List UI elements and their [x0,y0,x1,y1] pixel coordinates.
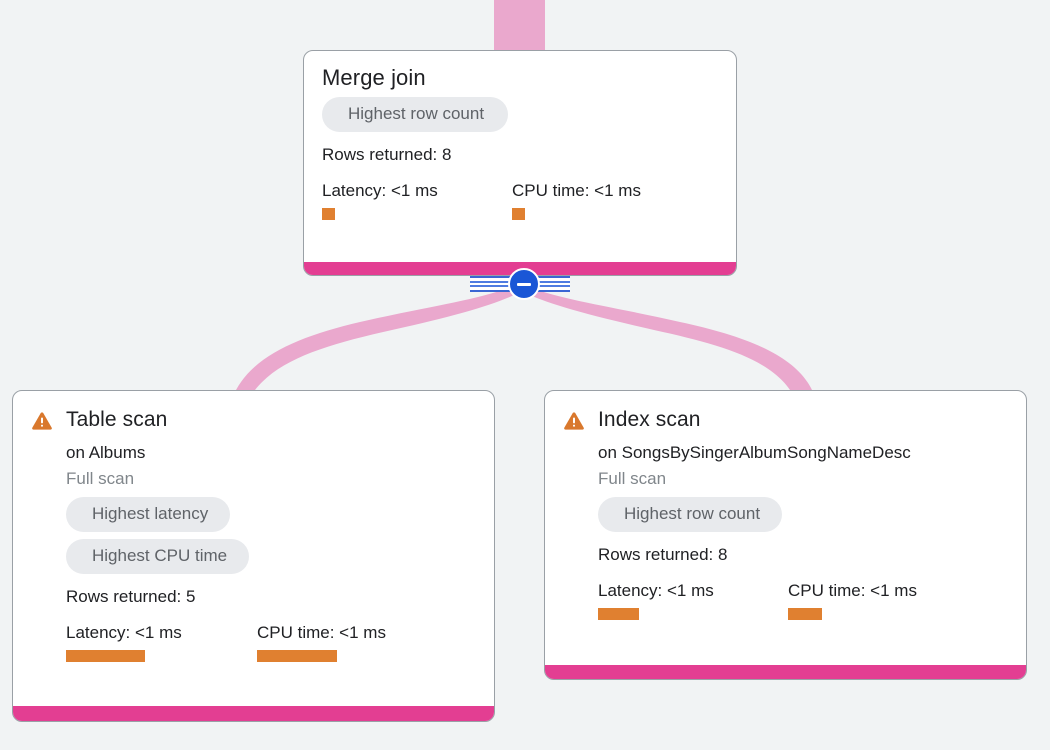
metric-latency: Latency: <1 ms [66,622,257,662]
metric-latency-label: Latency: <1 ms [322,181,438,200]
metric-cpu-time-label: CPU time: <1 ms [512,181,641,200]
node-body: Merge join Highest row count Rows return… [304,51,736,262]
node-title: Table scan [66,408,168,431]
node-header: Table scan on Albums Full scan Highest l… [31,407,476,662]
node-chips: Highest row count [598,497,1008,539]
rows-returned: Rows returned: 5 [66,587,196,606]
edge-merge-join-to-table-scan [236,285,520,390]
metric-latency-bar [66,650,145,662]
edge-merge-join-to-index-scan [524,285,812,390]
edge-incoming-merge-join [494,0,545,52]
minus-circle-icon[interactable] [508,268,540,300]
node-header-text: Table scan on Albums Full scan Highest l… [66,407,476,662]
metric-latency-bar [598,608,639,620]
warning-triangle-icon [564,412,584,430]
metric-cpu-time-bar [257,650,337,662]
node-scan-type: Full scan [66,469,135,488]
node-chips: Highest row count [322,97,718,139]
metric-latency-bar [322,208,335,220]
plan-node-table-scan[interactable]: Table scan on Albums Full scan Highest l… [12,390,495,722]
node-metrics: Latency: <1 ms CPU time: <1 ms [598,580,1008,620]
node-footer-bar [545,665,1026,679]
node-metrics: Latency: <1 ms CPU time: <1 ms [322,180,718,220]
node-metrics: Latency: <1 ms CPU time: <1 ms [66,622,476,662]
metric-latency: Latency: <1 ms [322,180,512,220]
metric-cpu-time-bar [512,208,525,220]
node-scan-type: Full scan [598,469,667,488]
metric-latency-label: Latency: <1 ms [598,581,714,600]
plan-node-merge-join[interactable]: Merge join Highest row count Rows return… [303,50,737,276]
plan-node-index-scan[interactable]: Index scan on SongsBySingerAlbumSongName… [544,390,1027,680]
rows-returned: Rows returned: 8 [598,545,728,564]
chip-highest-row-count[interactable]: Highest row count [322,97,509,132]
node-header: Index scan on SongsBySingerAlbumSongName… [563,407,1008,620]
node-body: Table scan on Albums Full scan Highest l… [13,391,494,706]
metric-cpu-time: CPU time: <1 ms [512,180,641,220]
metric-cpu-time-bar [788,608,822,620]
warning-triangle-icon [32,412,52,430]
chip-highest-cpu-time[interactable]: Highest CPU time [66,539,250,574]
node-title: Index scan [598,408,701,431]
node-subtitle: on SongsBySingerAlbumSongNameDesc [598,443,911,462]
collapse-edges-toggle[interactable] [470,268,570,300]
node-header: Merge join Highest row count Rows return… [322,65,718,220]
metric-cpu-time-label: CPU time: <1 ms [788,581,917,600]
node-header-text: Index scan on SongsBySingerAlbumSongName… [598,407,1008,620]
chip-highest-row-count[interactable]: Highest row count [598,497,783,532]
node-subtitle: on Albums [66,443,146,462]
metric-latency-label: Latency: <1 ms [66,623,182,642]
metric-cpu-time-label: CPU time: <1 ms [257,623,386,642]
rows-returned: Rows returned: 8 [322,145,452,164]
node-chips: Highest latency Highest CPU time [66,497,476,581]
node-footer-bar [13,706,494,721]
node-body: Index scan on SongsBySingerAlbumSongName… [545,391,1026,665]
node-header-text: Merge join Highest row count Rows return… [322,65,718,220]
metric-cpu-time: CPU time: <1 ms [788,580,917,620]
node-title: Merge join [322,65,426,90]
chip-highest-latency[interactable]: Highest latency [66,497,231,532]
metric-cpu-time: CPU time: <1 ms [257,622,386,662]
metric-latency: Latency: <1 ms [598,580,788,620]
